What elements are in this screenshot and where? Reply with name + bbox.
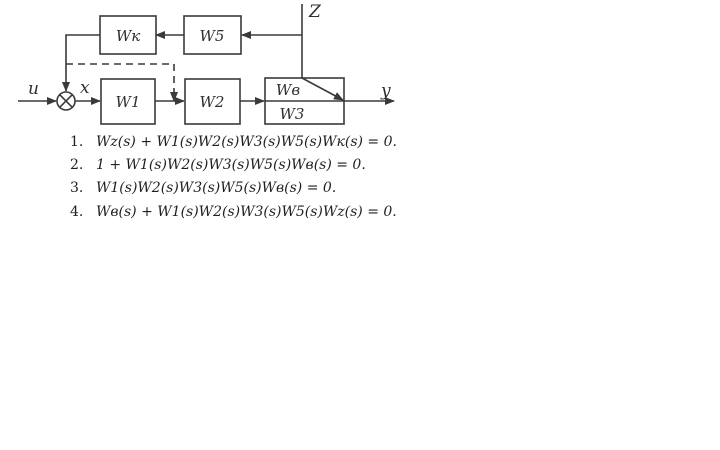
input-signal-label: u xyxy=(28,79,39,99)
error-signal-label: x xyxy=(80,78,90,98)
option-number: 1. xyxy=(70,134,84,150)
option-number: 2. xyxy=(70,157,84,173)
block-wk xyxy=(99,15,157,55)
block-w5 xyxy=(183,15,242,55)
answer-option-3[interactable]: 3. W1(s)W2(s)W3(s)W5(s)Wв(s) = 0. xyxy=(70,180,336,196)
block-w1 xyxy=(100,78,156,125)
block-w5-label: W5 xyxy=(200,27,225,45)
dashed-feedforward-arrow xyxy=(66,63,178,102)
block-wv-label: Wв xyxy=(276,81,300,99)
block-w3-label: W3 xyxy=(280,105,305,123)
block-wk-label: Wк xyxy=(116,27,140,45)
block-w2-label: W2 xyxy=(200,93,225,111)
summing-junction xyxy=(56,91,76,111)
option-number: 4. xyxy=(70,204,84,220)
disturbance-label: Z xyxy=(308,2,322,22)
output-signal-label: y xyxy=(380,81,391,101)
block-w1-label: W1 xyxy=(116,93,141,111)
option-equation: 1 + W1(s)W2(s)W3(s)W5(s)Wв(s) = 0. xyxy=(96,157,366,173)
option-number: 3. xyxy=(70,180,84,196)
answer-option-2[interactable]: 2. 1 + W1(s)W2(s)W3(s)W5(s)Wв(s) = 0. xyxy=(70,157,366,173)
option-equation: Wв(s) + W1(s)W2(s)W3(s)W5(s)Wz(s) = 0. xyxy=(96,204,397,220)
wk-feedback-arrow xyxy=(62,34,100,92)
option-equation: Wz(s) + W1(s)W2(s)W3(s)W5(s)Wк(s) = 0. xyxy=(96,134,397,150)
disturbance-arrow xyxy=(301,77,344,101)
answer-option-1[interactable]: 1. Wz(s) + W1(s)W2(s)W3(s)W5(s)Wк(s) = 0. xyxy=(70,134,397,150)
block-w2 xyxy=(184,78,241,125)
answer-option-4[interactable]: 4. Wв(s) + W1(s)W2(s)W3(s)W5(s)Wz(s) = 0. xyxy=(70,204,397,220)
option-equation: W1(s)W2(s)W3(s)W5(s)Wв(s) = 0. xyxy=(96,180,337,196)
